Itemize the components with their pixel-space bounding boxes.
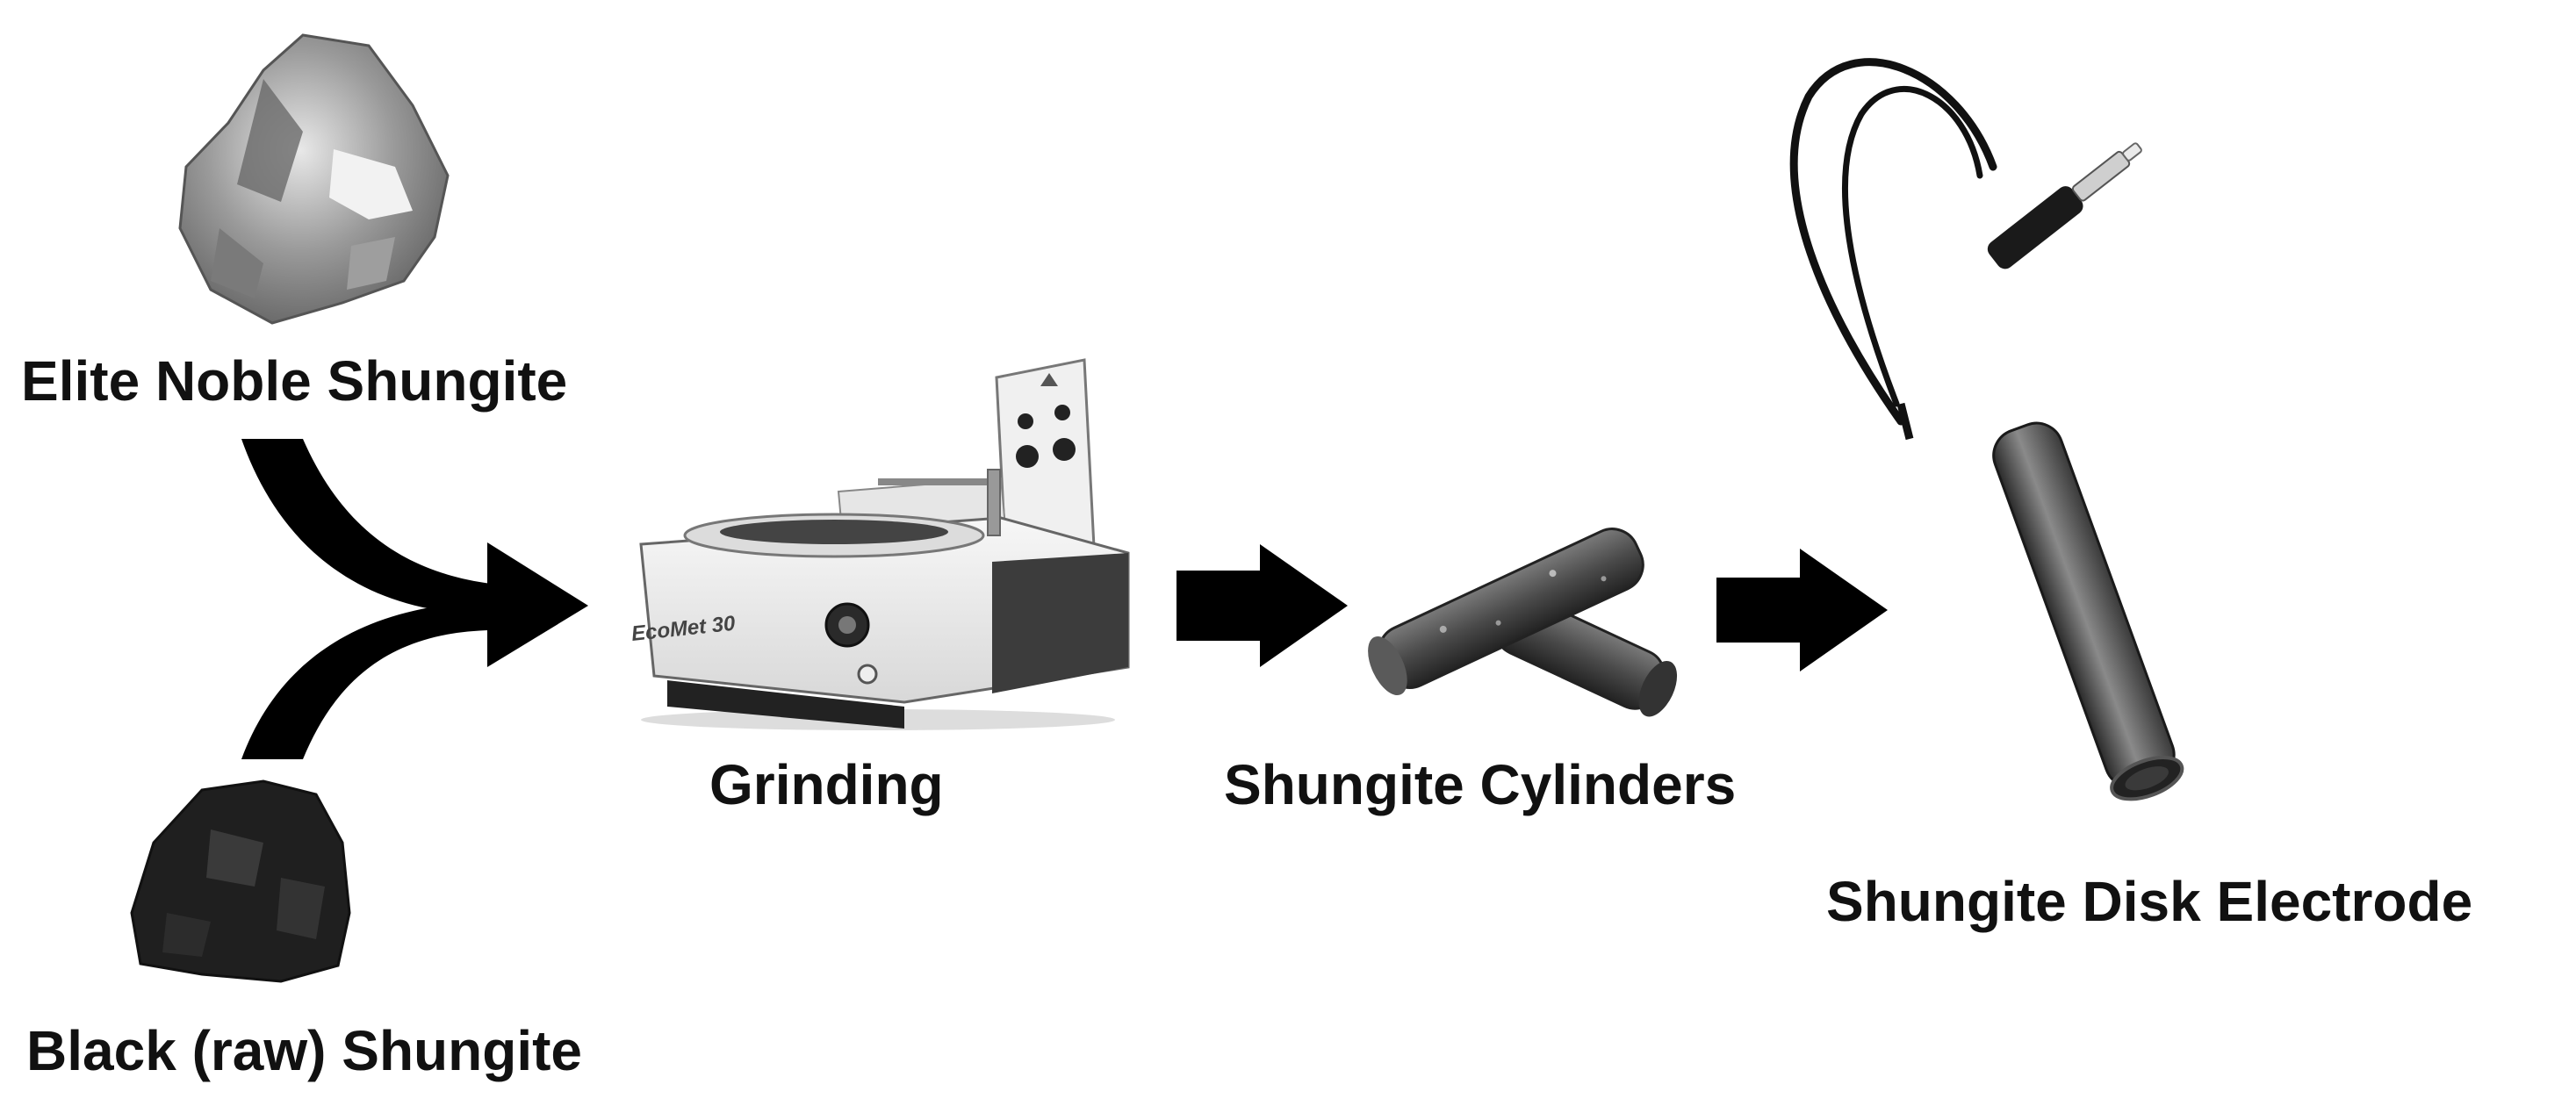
- shungite-cylinders-image: [1368, 528, 1678, 717]
- label-elite-noble-shungite: Elite Noble Shungite: [21, 349, 568, 413]
- grinding-machine-image: EcoMet 30: [630, 358, 1130, 730]
- black-shungite-rock-image: [130, 779, 351, 983]
- merge-arrow-icon: [241, 439, 588, 759]
- label-shungite-disk-electrode: Shungite Disk Electrode: [1826, 870, 2473, 933]
- elite-shungite-rock-image: [178, 33, 450, 325]
- label-black-raw-shungite: Black (raw) Shungite: [26, 1019, 582, 1082]
- disk-electrode-image: [1789, 58, 2184, 801]
- label-shungite-cylinders: Shungite Cylinders: [1224, 753, 1737, 816]
- right-arrow-icon-1: [1176, 544, 1348, 667]
- right-arrow-icon-2: [1716, 549, 1888, 671]
- label-grinding: Grinding: [709, 753, 944, 816]
